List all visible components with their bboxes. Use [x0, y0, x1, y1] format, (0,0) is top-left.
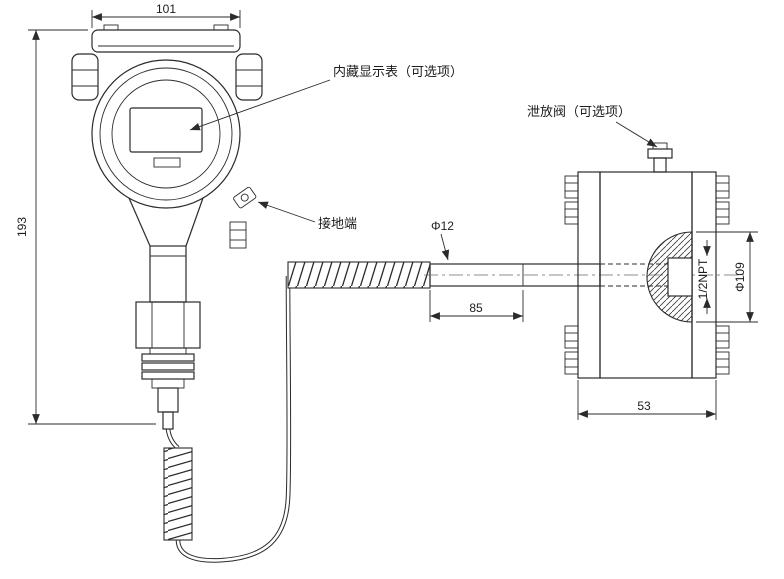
leader-line	[615, 121, 658, 148]
flange-bolts-left	[564, 175, 579, 375]
conduit-entry-right	[235, 53, 263, 101]
dimension-text: 53	[637, 399, 651, 413]
callout-text: 泄放阀（可选项）	[527, 104, 631, 119]
dimension-101: 101	[91, 2, 241, 28]
lcd-sub-label	[153, 157, 181, 168]
flange-plate-left	[577, 171, 601, 379]
bolt	[564, 325, 579, 349]
dimension-phi109: Φ109	[696, 231, 758, 323]
dimension-text: 101	[156, 2, 176, 16]
dimension-text: Φ109	[733, 262, 747, 292]
callout-vent: 泄放阀（可选项）	[527, 104, 658, 148]
bolt	[715, 175, 730, 199]
dimension-thread: 1/2NPT	[696, 240, 711, 314]
process-port	[667, 257, 693, 297]
leader-line	[257, 201, 316, 223]
dimension-193: 193	[15, 29, 156, 425]
grounding-terminal	[233, 186, 257, 209]
dimension-text: 193	[15, 217, 29, 237]
taper-right	[185, 197, 204, 247]
top-cap-tab-left	[103, 24, 119, 31]
hex-nut	[135, 301, 201, 349]
callout-text: 接地端	[318, 216, 357, 231]
cable-coil-horizontal	[287, 261, 431, 289]
dimension-text: 85	[469, 301, 483, 315]
leader-line	[189, 79, 331, 131]
callout-display: 内藏显示表（可选项）	[189, 64, 463, 131]
top-cap-tab-right	[213, 24, 229, 31]
conduit-entry-left	[71, 53, 99, 101]
housing-top-cap	[91, 29, 241, 53]
bolt	[564, 201, 579, 225]
bezel-middle-ring	[99, 67, 233, 201]
callout-ground: 接地端	[257, 201, 357, 231]
leader-line	[440, 233, 450, 261]
dimension-text: Φ12	[431, 219, 454, 233]
cable-loop-core	[176, 275, 291, 562]
bolt	[715, 351, 730, 375]
lcd-display-window	[129, 107, 203, 153]
cable-loop	[175, 275, 292, 563]
callout-text: 内藏显示表（可选项）	[333, 64, 463, 79]
cable-connector-core	[166, 428, 179, 449]
dimension-phi12: Φ12	[431, 219, 454, 261]
flange-bolts-right	[715, 175, 730, 375]
dimension-85: 85	[429, 290, 524, 322]
bezel-outer-ring	[91, 59, 241, 209]
dimension-53: 53	[577, 380, 717, 420]
neck	[149, 245, 187, 303]
transmitter	[71, 24, 263, 430]
vent-valve	[647, 142, 673, 173]
side-plug	[229, 221, 247, 249]
bolt	[715, 325, 730, 349]
signal-cable	[163, 261, 431, 563]
flange-assembly	[564, 142, 730, 379]
bezel-inner-ring	[111, 79, 221, 189]
bolt	[564, 351, 579, 375]
cable-coil-vertical	[163, 447, 193, 541]
bolt	[715, 201, 730, 225]
taper-left	[128, 197, 151, 247]
bolt	[564, 175, 579, 199]
cable-gland	[141, 347, 195, 430]
dimension-text: 1/2NPT	[696, 258, 710, 299]
